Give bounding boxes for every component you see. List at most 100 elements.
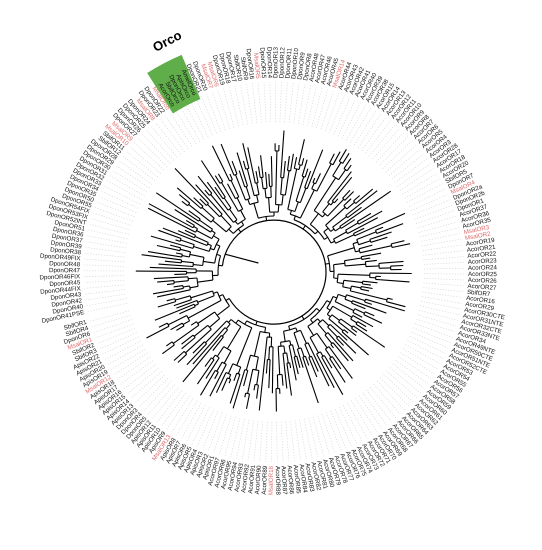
guide-line [124, 364, 156, 390]
guide-line [85, 247, 126, 253]
leaf-label: DponOR14 [265, 47, 273, 79]
clade-arc [310, 300, 328, 321]
guide-line [423, 268, 465, 270]
guide-line [113, 352, 148, 375]
guide-line [85, 289, 126, 295]
guide-line [419, 227, 459, 238]
internal-branch [268, 197, 271, 213]
leaf-branch [302, 357, 319, 404]
internal-branch [345, 222, 359, 231]
leaf-labels: DponOR41PSEDponOR40DponOR42DponOR43DponO… [39, 46, 505, 495]
guide-line [197, 409, 214, 447]
guide-line [191, 407, 210, 444]
internal-branch [345, 263, 366, 267]
internal-branch [316, 332, 328, 349]
internal-branch [223, 350, 232, 364]
internal-branch [213, 291, 218, 294]
guide-line [110, 348, 146, 370]
internal-branch [189, 253, 205, 258]
guide-line [302, 85, 311, 125]
leaf-label: DponOR49FIX [40, 253, 81, 263]
guide-line [400, 352, 435, 375]
leaf-branch [361, 286, 373, 290]
leaf-branch [357, 321, 367, 328]
internal-branch [356, 231, 377, 241]
leaf-branch [243, 370, 249, 387]
guide-line [298, 84, 306, 125]
leaf-branch [347, 217, 379, 235]
leaf-branch [173, 299, 192, 307]
internal-branch [294, 201, 299, 212]
internal-branch [216, 305, 230, 316]
leaf-branch [338, 149, 347, 162]
guide-line [142, 134, 171, 164]
leaf-branch [357, 212, 372, 223]
guide-line [276, 421, 278, 463]
guide-line [86, 293, 126, 301]
leaf-branch [355, 188, 374, 204]
internal-branch [175, 295, 191, 301]
leaf-label: AcorOR86 [286, 465, 295, 495]
leaf-branch [341, 331, 369, 356]
guide-line [423, 262, 464, 265]
leaf-branch [343, 329, 349, 334]
guide-line [299, 419, 307, 460]
leaf-branch [296, 348, 304, 368]
orco-highlight [147, 54, 201, 114]
leaf-branch [190, 321, 197, 326]
internal-branch [302, 225, 306, 230]
leaf-branch [244, 392, 247, 398]
leaf-branch [206, 181, 229, 211]
internal-branch [216, 253, 221, 257]
internal-branch [213, 235, 220, 240]
guide-line [293, 83, 300, 124]
guide-line [93, 212, 132, 226]
internal-branch [193, 245, 210, 252]
guide-line [99, 196, 137, 213]
internal-branch [256, 182, 260, 195]
leaf-branch [365, 259, 377, 263]
internal-branch [188, 277, 198, 280]
leaf-branch [233, 373, 238, 381]
leaf-branch [181, 200, 188, 207]
internal-branch [332, 216, 347, 228]
guide-line [392, 363, 425, 389]
internal-branch [337, 281, 344, 285]
internal-branch [333, 262, 345, 266]
guide-line [88, 302, 128, 312]
leaf-branch [178, 194, 191, 204]
guide-line [152, 387, 179, 419]
internal-branch [316, 163, 332, 192]
guide-line [326, 412, 341, 451]
internal-branch [299, 330, 307, 344]
guide-line [165, 115, 189, 150]
leaf-branch [170, 322, 183, 331]
internal-branch [189, 285, 199, 289]
clade-arc [360, 286, 362, 290]
internal-branch [284, 170, 290, 196]
internal-branch [256, 194, 259, 203]
guide-line [284, 82, 288, 123]
internal-branch [316, 307, 320, 312]
leaf-branch [330, 344, 334, 349]
guide-line [420, 305, 460, 316]
clade-arc [364, 261, 367, 267]
leaf-branch [220, 143, 235, 176]
leaf-branch [212, 336, 224, 351]
internal-branch [289, 340, 292, 346]
internal-branch [194, 235, 209, 243]
guide-line [385, 145, 416, 173]
leaf-branch [232, 369, 246, 409]
guide-line [171, 398, 194, 433]
clade-arc [322, 211, 328, 217]
leaf-label: DponOR10 [290, 47, 300, 79]
leaf-label: DponOR48 [49, 260, 81, 268]
internal-branch [229, 208, 238, 221]
guide-line [176, 400, 198, 436]
leaf-branch [293, 356, 299, 375]
clade-arc [189, 285, 191, 290]
internal-branch [281, 194, 284, 206]
internal-branch [322, 203, 330, 213]
internal-branch [237, 366, 242, 374]
leaf-branch [361, 257, 371, 260]
